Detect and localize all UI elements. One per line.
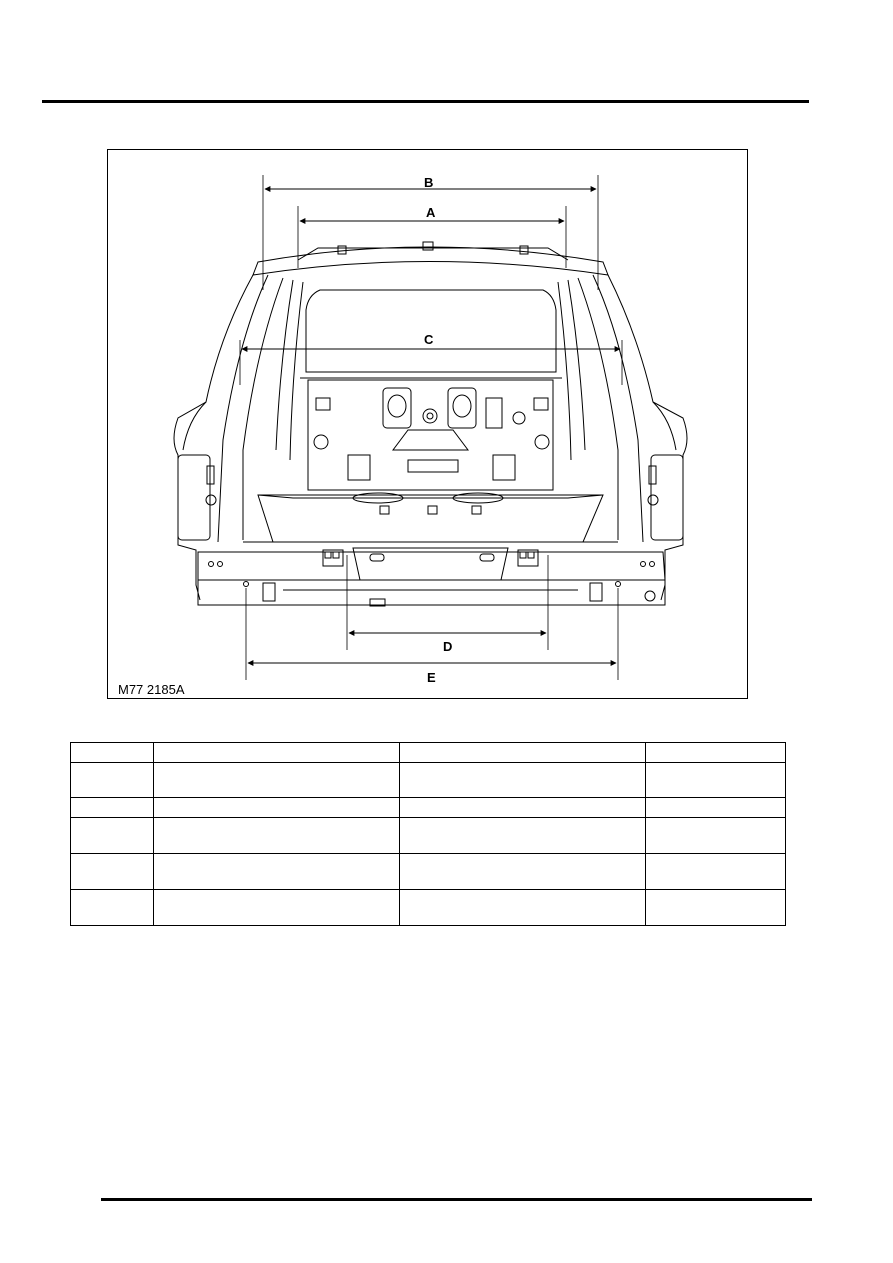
table-row [70,889,786,926]
table-cell [70,853,154,890]
table-cell [70,889,154,926]
table-row [70,797,786,818]
rear-valance [197,551,666,581]
dimension-label-c: C [424,332,434,347]
table-cell [70,742,154,763]
left-tail-lamp [177,454,211,541]
table-row [70,762,786,798]
header-rule [42,100,809,103]
footer-rule [101,1198,812,1201]
table-cell [152,889,400,926]
table-row [70,817,786,854]
roof-outline [252,246,609,276]
table-cell [398,817,647,854]
table-cell [152,853,400,890]
vehicle-rear-illustration [173,175,688,680]
body-dimensions-figure: B A C D E M77 2185A [107,149,748,699]
right-body-side [607,274,688,601]
load-floor [257,494,604,543]
table-cell [70,817,154,854]
table-cell [70,797,154,818]
dimensions-table [70,742,786,926]
right-tail-lamp [650,454,684,541]
dimension-label-b: B [424,175,434,190]
table-cell [398,853,647,890]
rear-window-opening [305,289,557,373]
table-row [70,853,786,890]
dimension-label-a: A [426,205,436,220]
table-cell [645,797,786,818]
inner-bulkhead [307,379,554,491]
figure-reference-code: M77 2185A [118,682,185,697]
table-cell [152,762,400,798]
table-cell [152,742,400,763]
table-cell [645,889,786,926]
dimension-label-d: D [443,639,453,654]
table-cell [398,762,647,798]
table-cell [152,817,400,854]
table-cell [645,742,786,763]
dimension-label-e: E [427,670,436,685]
table-cell [398,742,647,763]
table-row [70,742,786,763]
left-body-side [173,274,254,601]
table-cell [645,762,786,798]
table-cell [398,797,647,818]
table-cell [70,762,154,798]
table-cell [152,797,400,818]
table-cell [645,817,786,854]
table-cell [645,853,786,890]
striker-plate [352,547,509,581]
table-cell [398,889,647,926]
right-d-pillar [592,274,644,543]
